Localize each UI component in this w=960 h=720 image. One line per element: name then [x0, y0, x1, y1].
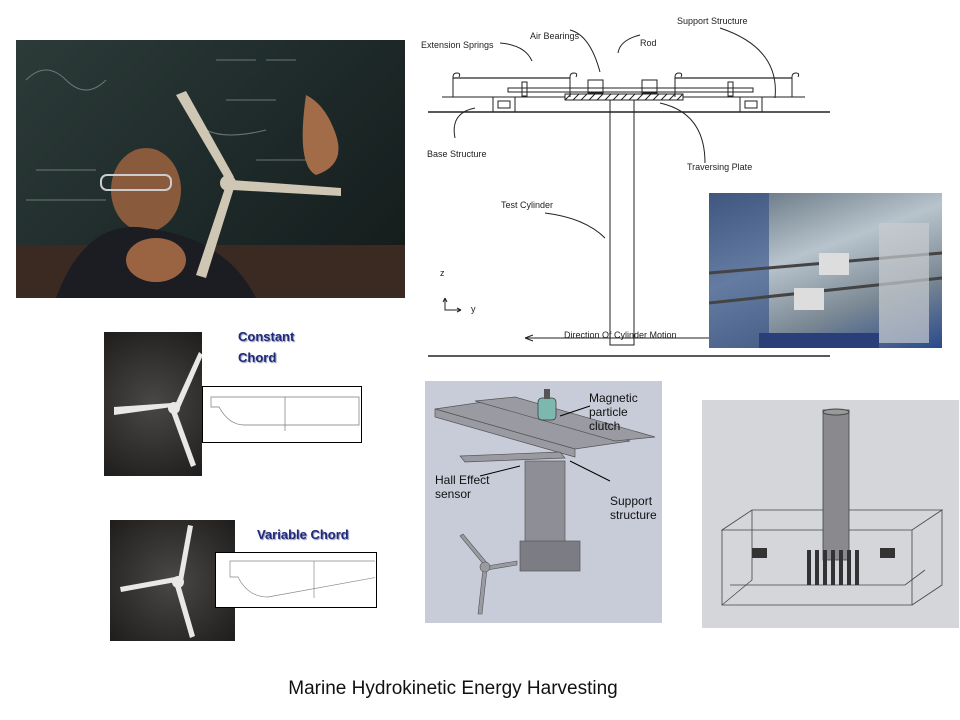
axis-z-label: z — [440, 268, 445, 278]
label-line: structure — [610, 508, 657, 522]
label-line: Support — [610, 494, 653, 508]
cad-tank-art — [720, 408, 944, 606]
label-motion-direction: Direction Of Cylinder Motion — [564, 330, 677, 340]
cad-model-art — [434, 389, 656, 615]
label-line: clutch — [589, 419, 621, 433]
label-test-cylinder: Test Cylinder — [501, 200, 554, 210]
label-rod: Rod — [640, 38, 657, 48]
turbine-art — [120, 525, 195, 638]
label-base-structure: Base Structure — [427, 149, 487, 159]
label-line: sensor — [435, 487, 472, 501]
researcher-photo — [16, 40, 405, 298]
constant-chord-blade-drawing — [202, 386, 362, 443]
test-rig-diagram: Extension Springs Air Bearings Rod Suppo… — [415, 8, 835, 363]
slide-caption: Marine Hydrokinetic Energy Harvesting — [288, 678, 618, 699]
label-traversing-plate: Traversing Plate — [687, 162, 753, 172]
label-line: particle — [589, 405, 628, 419]
test-rig-schematic — [428, 27, 830, 357]
label-air-bearings: Air Bearings — [530, 31, 580, 41]
blade-profile — [210, 396, 360, 431]
constant-chord-label-line1: Constant — [238, 329, 295, 344]
researcher-photo-art — [16, 59, 405, 298]
lab-rig-photo — [709, 193, 942, 348]
label-line: Magnetic — [589, 391, 638, 405]
label-extension-springs: Extension Springs — [421, 40, 494, 50]
blade-profile — [229, 560, 379, 598]
variable-chord-label: Variable Chord — [257, 527, 349, 542]
axis-y-label: y — [471, 304, 476, 314]
variable-chord-turbine-photo — [110, 520, 235, 641]
turbine-art — [114, 352, 203, 467]
constant-chord-turbine-photo — [104, 332, 203, 476]
cad-tank-model — [702, 400, 959, 628]
variable-chord-blade-drawing — [215, 552, 379, 608]
lab-rig-photo-art — [709, 193, 942, 348]
cad-model-rig — [425, 381, 662, 623]
constant-chord-label-line2: Chord — [238, 350, 277, 365]
label-line: Hall Effect — [435, 473, 490, 487]
label-support-structure: Support Structure — [677, 16, 748, 26]
